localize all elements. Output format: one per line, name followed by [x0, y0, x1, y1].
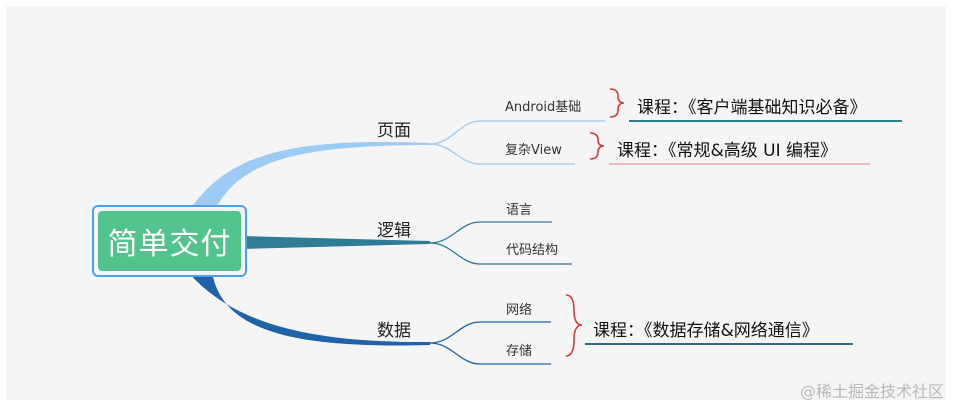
course-annotation-client-basics[interactable]: 课程：《客户端基础知识必备》	[637, 98, 867, 118]
brace-3	[565, 294, 583, 357]
course-annotation-ui-programming[interactable]: 课程：《常规&高级 UI 编程》	[617, 141, 838, 161]
branch-label-data[interactable]: 数据	[377, 321, 411, 341]
leaf-label-code-structure[interactable]: 代码结构	[506, 243, 559, 258]
leaf-label-language[interactable]: 语言	[506, 203, 533, 218]
leaf-label-complex-view[interactable]: 复杂View	[505, 143, 562, 158]
leaf-label-storage[interactable]: 存储	[506, 344, 533, 359]
root-node[interactable]: 简单交付	[92, 205, 247, 277]
connector-root-page	[190, 141, 430, 210]
diagram-background	[6, 6, 946, 400]
leaf-label-network[interactable]: 网络	[506, 303, 533, 318]
connector-page-leaves	[429, 120, 605, 165]
root-node-label: 简单交付	[98, 211, 241, 271]
branch-label-page[interactable]: 页面	[377, 121, 411, 141]
branch-label-logic[interactable]: 逻辑	[377, 221, 411, 241]
connector-logic-leaves	[429, 221, 572, 265]
connector-root-logic	[240, 236, 430, 249]
brace-2	[589, 132, 605, 160]
watermark-text: @稀土掘金技术社区	[799, 382, 944, 401]
leaf-label-android-basics[interactable]: Android基础	[505, 100, 582, 115]
connector-root-data	[188, 272, 430, 346]
course-annotation-storage-network[interactable]: 课程：《数据存储&网络通信》	[593, 321, 819, 341]
connector-data-leaves	[429, 321, 551, 365]
brace-1	[609, 88, 625, 118]
